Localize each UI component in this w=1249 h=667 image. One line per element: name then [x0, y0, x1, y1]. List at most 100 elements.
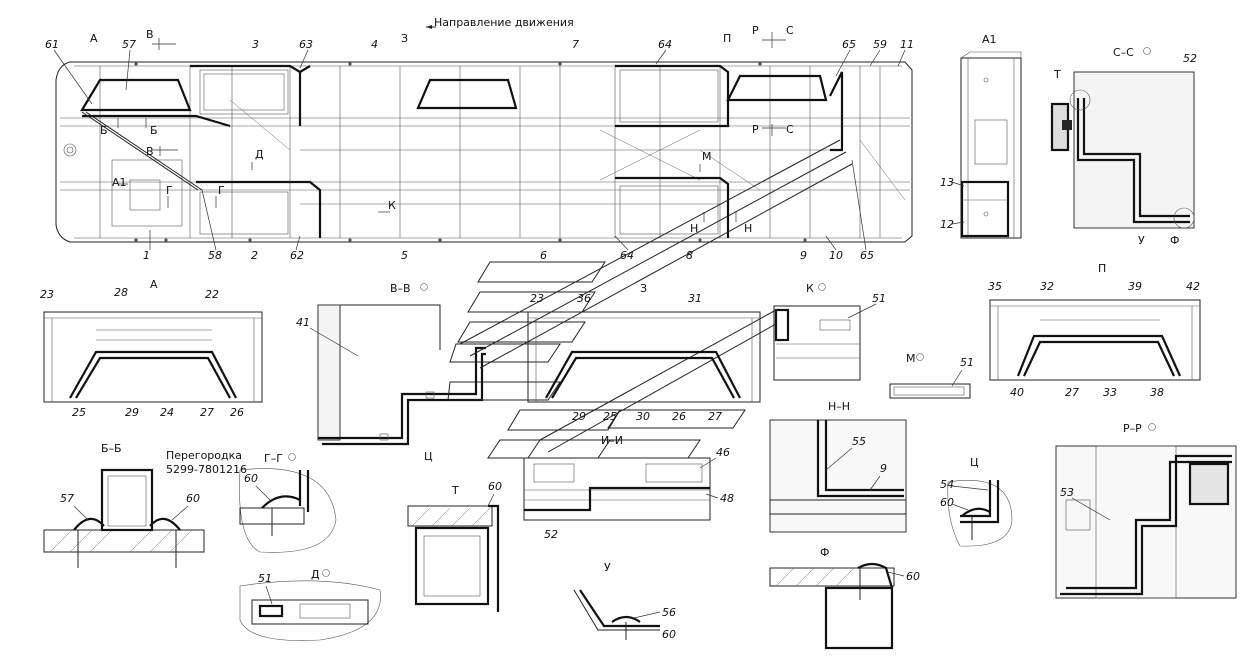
pos-12: 12: [940, 218, 954, 231]
main-plan-view: Направление движения А В З П Р С Р С Б Б: [45, 16, 914, 262]
u-pos-60: 60: [662, 628, 676, 641]
view-bb-title: Б–Б: [101, 442, 122, 455]
detail-b-b: Б–Б Перегородка 5299-7801216 57 60: [43, 442, 247, 568]
pos-65-bottom: 65: [860, 249, 874, 262]
section-marker-b: Б: [100, 124, 108, 137]
view-d-title: Д: [311, 568, 320, 581]
pos-58: 58: [208, 249, 222, 262]
view-a: А 23 28 22 25 29 24 27 26: [40, 278, 263, 419]
pos-10: 10: [829, 249, 843, 262]
pos-5: 5: [401, 249, 408, 262]
section-marker-v-2: В: [146, 145, 154, 158]
section-marker-r-2: Р: [752, 123, 759, 136]
a-pos-26: 26: [230, 406, 244, 419]
a-pos-29: 29: [125, 406, 139, 419]
pos-64: 64: [658, 38, 672, 51]
pos-62: 62: [290, 249, 304, 262]
ts-pos-60: 60: [940, 496, 954, 509]
f-pos-60: 60: [906, 570, 920, 583]
p-pos-42: 42: [1186, 280, 1200, 293]
pos-11: 11: [900, 38, 914, 51]
p-pos-32: 32: [1040, 280, 1054, 293]
section-marker-s-2: С: [786, 123, 794, 136]
view-s-s: С–С 52 Т У Ф: [1050, 46, 1197, 247]
vv-pos-41: 41: [296, 316, 310, 329]
view-vv-title: В–В: [390, 282, 411, 295]
z-pos-26: 26: [672, 410, 686, 423]
view-m-title: М: [906, 352, 916, 365]
section-marker-a1: А1: [112, 176, 127, 189]
detail-g-g: Г–Г 60: [239, 452, 337, 553]
view-p-title: П: [1098, 262, 1106, 275]
z-pos-23: 23: [530, 292, 544, 305]
view-z: З 23 36 31 29 25 30 26 27: [527, 282, 761, 423]
k-pos-51: 51: [872, 292, 886, 305]
section-marker-v: В: [146, 28, 154, 41]
partition-number: 5299-7801216: [166, 463, 247, 476]
p-pos-39: 39: [1128, 280, 1142, 293]
p-pos-33: 33: [1103, 386, 1117, 399]
pos-52: 52: [1183, 52, 1197, 65]
section-marker-z: З: [401, 32, 408, 45]
gg-pos-60: 60: [244, 472, 258, 485]
pos-57: 57: [122, 38, 136, 51]
detail-n-n: Н–Н 55 9: [769, 400, 907, 533]
section-marker-g-2: Г: [218, 184, 225, 197]
view-k-title: К: [806, 282, 814, 295]
pos-9: 9: [800, 249, 807, 262]
a-pos-22: 22: [205, 288, 219, 301]
section-marker-n-2: Н: [744, 222, 752, 235]
ss-t-label: Т: [1053, 68, 1061, 81]
detail-r-r: Р–Р 53: [1055, 422, 1237, 599]
view-z-title: З: [640, 282, 647, 295]
pos-61: 61: [45, 38, 59, 51]
view-v-v: В–В 41 Ц: [296, 282, 486, 463]
a-pos-27: 27: [200, 406, 214, 419]
ss-f-label: Ф: [1170, 234, 1179, 247]
pos-13: 13: [940, 176, 954, 189]
pos-6: 6: [540, 249, 547, 262]
view-ts2-title: Ц: [970, 456, 979, 469]
view-ss-title: С–С: [1113, 46, 1134, 59]
a-pos-25: 25: [72, 406, 86, 419]
p-pos-38: 38: [1150, 386, 1164, 399]
pos-7: 7: [572, 38, 579, 51]
bb-pos-60: 60: [186, 492, 200, 505]
ts-pos-54: 54: [940, 478, 954, 491]
view-u-title: У: [604, 561, 611, 574]
isometric-step-detail: [447, 139, 853, 459]
d-pos-51: 51: [258, 572, 272, 585]
view-p: П 35 32 39 42 40 27 33 38: [988, 262, 1201, 399]
section-marker-b-2: Б: [150, 124, 158, 137]
section-marker-g: Г: [166, 184, 173, 197]
p-pos-40: 40: [1010, 386, 1024, 399]
nn-pos-55: 55: [852, 435, 866, 448]
detail-u: У 56 60: [573, 561, 676, 641]
view-rr-title: Р–Р: [1123, 422, 1142, 435]
z-pos-29: 29: [572, 410, 586, 423]
detail-f: Ф 60: [769, 546, 920, 650]
pos-2: 2: [251, 249, 258, 262]
section-marker-k: К: [388, 199, 396, 212]
view-ts-label: Ц: [424, 450, 433, 463]
view-k: К 51: [773, 282, 886, 381]
a-pos-24: 24: [160, 406, 174, 419]
view-gg-title: Г–Г: [264, 452, 283, 465]
view-nn-title: Н–Н: [828, 400, 850, 413]
pos-1: 1: [143, 249, 150, 262]
ss-u-label: У: [1138, 234, 1145, 247]
nn-pos-9: 9: [880, 462, 887, 475]
view-m: М 51: [889, 352, 974, 399]
view-a1: А1 13 12: [940, 33, 1022, 239]
bb-pos-57: 57: [60, 492, 74, 505]
section-marker-m: М: [702, 150, 712, 163]
ii-pos-46: 48: [720, 492, 734, 505]
section-marker-s: С: [786, 24, 794, 37]
p-pos-27: 27: [1065, 386, 1079, 399]
view-f-title: Ф: [820, 546, 829, 559]
section-marker-p: П: [723, 32, 731, 45]
z-pos-31: 31: [688, 292, 702, 305]
section-marker-n: Н: [690, 222, 698, 235]
partition-label: Перегородка: [166, 449, 242, 462]
